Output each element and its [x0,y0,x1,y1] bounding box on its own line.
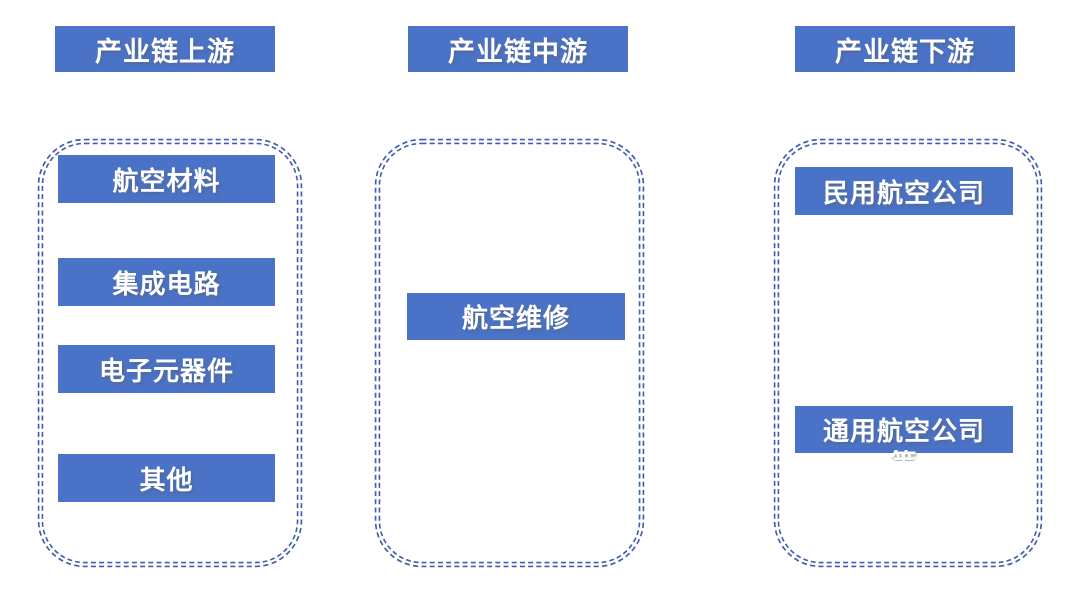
item-electronic-components: 电子元器件 [58,345,275,393]
header-downstream: 产业链下游 [795,26,1015,72]
item-aviation-maintenance: 航空维修 [407,293,625,340]
item-civil-aviation-companies: 民用航空公司 [795,167,1013,215]
upstream-container-border [37,138,303,568]
item-general-aviation-companies: 通用航空公司 等 [795,406,1013,461]
header-midstream: 产业链中游 [408,26,628,72]
item-label: 通用航空公司 [822,417,985,447]
item-aviation-materials: 航空材料 [58,155,275,203]
item-others: 其他 [58,454,275,502]
item-integrated-circuits: 集成电路 [58,258,275,306]
downstream-container-border [773,138,1043,568]
header-upstream: 产业链上游 [55,26,275,72]
midstream-container-border [374,138,645,568]
